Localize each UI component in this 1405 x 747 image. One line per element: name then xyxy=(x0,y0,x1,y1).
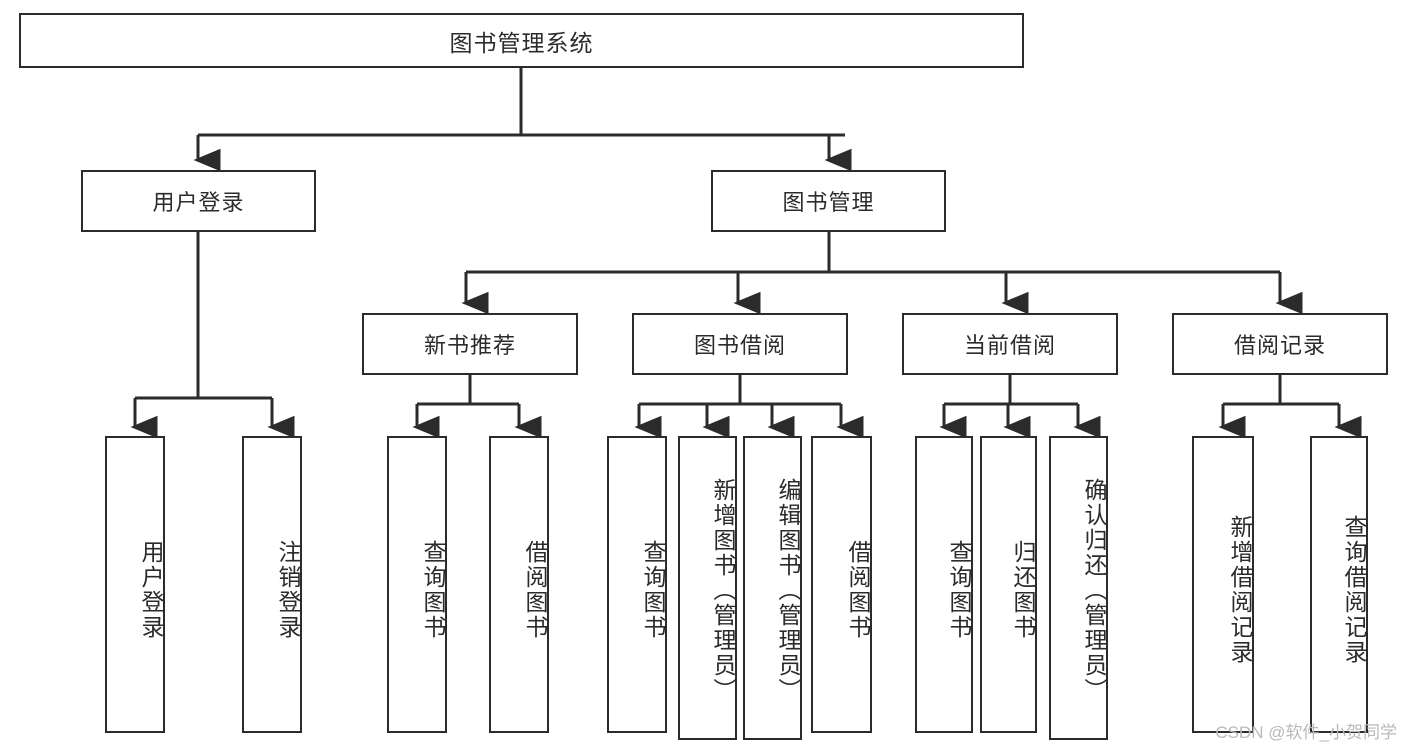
leaf-edit-book-admin[interactable]: 编辑图书（管理员） xyxy=(743,436,802,740)
leaf-add-borrow-record[interactable]: 新增借阅记录 xyxy=(1192,436,1254,733)
node-root[interactable]: 图书管理系统 xyxy=(19,13,1024,68)
node-book-management[interactable]: 图书管理 xyxy=(711,170,946,232)
node-user-login[interactable]: 用户登录 xyxy=(81,170,316,232)
leaf-query-borrow-record[interactable]: 查询借阅记录 xyxy=(1310,436,1368,733)
leaf-query-book-current[interactable]: 查询图书 xyxy=(915,436,973,733)
node-new-book-recommend[interactable]: 新书推荐 xyxy=(362,313,578,375)
leaf-confirm-return-admin[interactable]: 确认归还（管理员） xyxy=(1049,436,1108,740)
node-borrow-record[interactable]: 借阅记录 xyxy=(1172,313,1388,375)
leaf-return-book[interactable]: 归还图书 xyxy=(980,436,1037,733)
node-book-borrow[interactable]: 图书借阅 xyxy=(632,313,848,375)
node-current-borrow[interactable]: 当前借阅 xyxy=(902,313,1118,375)
leaf-add-book-admin[interactable]: 新增图书（管理员） xyxy=(678,436,737,740)
leaf-query-book-borrow[interactable]: 查询图书 xyxy=(607,436,667,733)
leaf-user-login[interactable]: 用户登录 xyxy=(105,436,165,733)
leaf-borrow-book-borrow[interactable]: 借阅图书 xyxy=(811,436,872,733)
leaf-logout[interactable]: 注销登录 xyxy=(242,436,302,733)
leaf-borrow-book-recommend[interactable]: 借阅图书 xyxy=(489,436,549,733)
leaf-query-book-recommend[interactable]: 查询图书 xyxy=(387,436,447,733)
watermark-text: CSDN @软件_小贺同学 xyxy=(1215,723,1397,742)
